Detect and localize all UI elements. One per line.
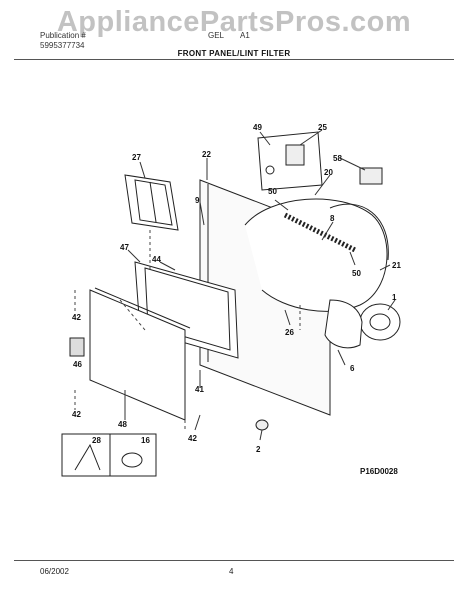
callout-25: 25 — [318, 123, 327, 132]
callout-6: 6 — [350, 364, 355, 373]
drum-seal — [244, 198, 388, 312]
heating-element — [283, 212, 357, 253]
callout-48: 48 — [118, 420, 127, 429]
thermostat — [359, 167, 383, 185]
model-fragment-2: A1 — [240, 31, 250, 40]
model-fragment: GEL — [208, 31, 225, 40]
callout-26: 26 — [285, 328, 294, 337]
callout-44: 44 — [152, 255, 161, 264]
callout-9: 9 — [195, 196, 200, 205]
callout-16: 16 — [141, 436, 150, 445]
inset-16 — [109, 433, 157, 477]
inset-28 — [61, 433, 111, 477]
callout-42-top: 42 — [72, 313, 81, 322]
callout-58: 58 — [333, 154, 342, 163]
callout-47: 47 — [120, 243, 129, 252]
callout-2: 2 — [256, 445, 261, 454]
callout-labels: 49 25 27 22 58 9 50 20 8 47 44 50 21 1 4… — [72, 123, 401, 454]
header-rule — [14, 59, 454, 60]
callout-50-right: 50 — [352, 269, 361, 278]
diagram-code: P16D0028 — [360, 467, 398, 476]
door-latch — [69, 337, 85, 357]
lint-filter — [124, 174, 179, 231]
callout-21: 21 — [392, 261, 401, 270]
callout-22: 22 — [202, 150, 211, 159]
publication-label: Publication # — [40, 31, 86, 40]
callout-46: 46 — [73, 360, 82, 369]
footer-rule — [14, 560, 454, 561]
callout-8: 8 — [330, 214, 335, 223]
callout-50-top: 50 — [268, 187, 277, 196]
callout-28: 28 — [92, 436, 101, 445]
callout-41: 41 — [195, 385, 204, 394]
callout-42-bottom: 42 — [188, 434, 197, 443]
callout-49: 49 — [253, 123, 262, 132]
callout-27: 27 — [132, 153, 141, 162]
callout-20: 20 — [324, 168, 333, 177]
callout-1: 1 — [392, 293, 397, 302]
publication-number: 5995377734 — [40, 41, 85, 50]
footer-page-number: 4 — [229, 567, 234, 576]
page-title: FRONT PANEL/LINT FILTER — [177, 49, 291, 58]
blower-housing — [359, 303, 401, 341]
watermark: AppliancePartsPros.com — [56, 6, 412, 38]
callout-42-mid: 42 — [72, 410, 81, 419]
foot-part — [255, 419, 269, 431]
footer-date: 06/2002 — [40, 567, 69, 576]
